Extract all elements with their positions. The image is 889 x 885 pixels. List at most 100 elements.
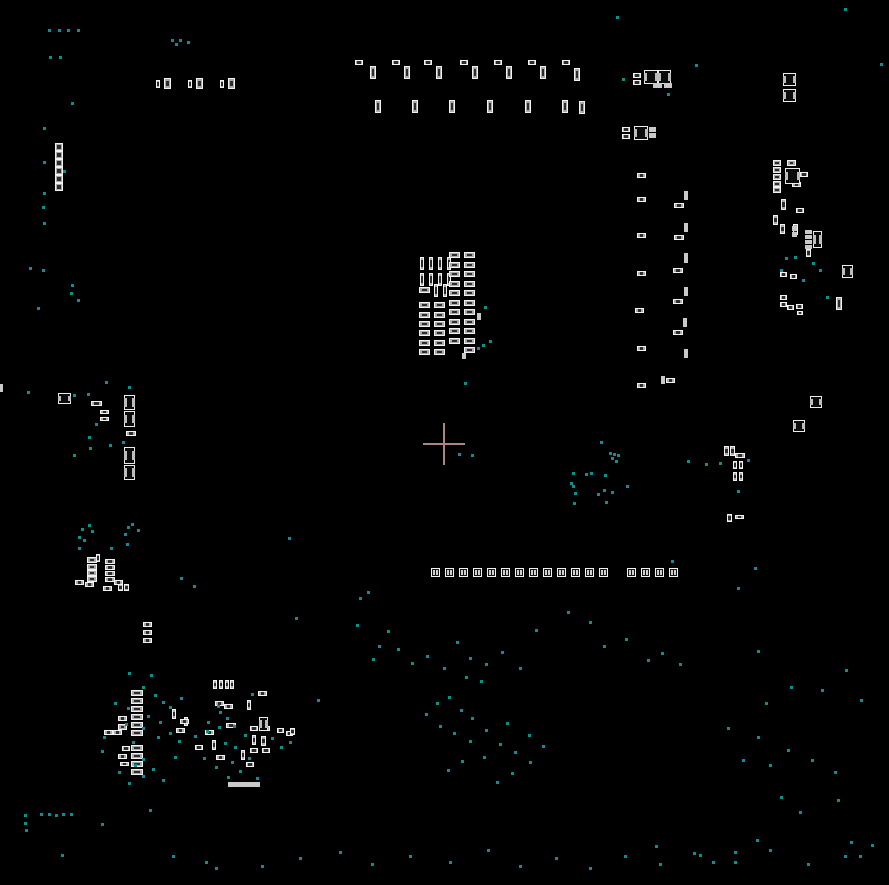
component-pad[interactable] — [684, 253, 688, 263]
component-chip[interactable] — [104, 730, 113, 735]
component-chip[interactable] — [290, 728, 295, 735]
component-chip[interactable] — [506, 66, 512, 79]
component-pad[interactable] — [256, 782, 260, 787]
component-chip[interactable] — [419, 302, 430, 308]
component-chip[interactable] — [449, 281, 460, 287]
component-chip[interactable] — [252, 735, 256, 745]
component-chip[interactable] — [91, 401, 102, 406]
component-chip[interactable] — [355, 60, 363, 65]
component-chip[interactable] — [464, 271, 475, 277]
component-chip[interactable] — [87, 564, 97, 570]
component-box[interactable] — [124, 465, 135, 480]
component-chip[interactable] — [103, 586, 112, 591]
component-box[interactable] — [793, 420, 805, 432]
component-chip[interactable] — [773, 187, 781, 193]
component-two-pad[interactable] — [459, 568, 468, 577]
component-chip[interactable] — [464, 328, 475, 334]
component-chip[interactable] — [261, 736, 266, 746]
component-chip[interactable] — [773, 181, 781, 187]
component-chip[interactable] — [241, 750, 245, 760]
component-pad[interactable] — [240, 782, 244, 787]
component-box[interactable] — [658, 70, 671, 84]
component-chip[interactable] — [449, 271, 460, 277]
component-pad[interactable] — [462, 353, 466, 359]
component-box[interactable] — [259, 717, 268, 731]
component-chip[interactable] — [124, 584, 129, 591]
component-chip[interactable] — [727, 514, 732, 522]
component-pad[interactable] — [653, 83, 662, 88]
component-pad[interactable] — [683, 318, 687, 327]
component-two-pad[interactable] — [599, 568, 608, 577]
component-pad[interactable] — [805, 235, 812, 239]
component-chip[interactable] — [100, 410, 109, 414]
component-chip[interactable] — [674, 235, 684, 240]
component-chip[interactable] — [780, 295, 787, 300]
component-chip[interactable] — [250, 726, 258, 731]
component-chip[interactable] — [131, 698, 143, 704]
component-chip[interactable] — [773, 160, 781, 166]
component-chip[interactable] — [131, 730, 143, 736]
component-chip[interactable] — [449, 338, 460, 344]
component-chip[interactable] — [434, 302, 445, 308]
component-chip[interactable] — [773, 174, 781, 180]
component-chip[interactable] — [375, 100, 381, 113]
component-chip[interactable] — [247, 700, 251, 710]
component-chip[interactable] — [55, 183, 63, 191]
component-chip[interactable] — [131, 722, 143, 728]
component-chip[interactable] — [673, 268, 683, 273]
component-pad[interactable] — [0, 384, 3, 392]
component-two-pad[interactable] — [543, 568, 552, 577]
component-chip[interactable] — [429, 273, 433, 286]
component-pad[interactable] — [661, 376, 665, 384]
component-chip[interactable] — [100, 417, 109, 421]
component-chip[interactable] — [637, 197, 646, 202]
component-chip[interactable] — [790, 274, 797, 279]
component-chip[interactable] — [460, 60, 468, 65]
component-chip[interactable] — [131, 769, 143, 775]
component-chip[interactable] — [525, 100, 531, 113]
component-chip[interactable] — [434, 349, 445, 355]
component-two-pad[interactable] — [571, 568, 580, 577]
component-pad[interactable] — [649, 133, 656, 138]
component-chip[interactable] — [739, 461, 743, 469]
component-chip[interactable] — [118, 584, 123, 591]
component-two-pad[interactable] — [655, 568, 664, 577]
component-chip[interactable] — [464, 262, 475, 268]
component-two-pad[interactable] — [431, 568, 440, 577]
component-chip[interactable] — [85, 582, 94, 587]
component-two-pad[interactable] — [627, 568, 636, 577]
component-chip[interactable] — [730, 446, 735, 456]
component-chip[interactable] — [449, 100, 455, 113]
component-chip[interactable] — [412, 100, 418, 113]
component-chip[interactable] — [262, 748, 270, 753]
component-box[interactable] — [810, 396, 822, 408]
component-chip[interactable] — [120, 762, 129, 766]
component-chip[interactable] — [787, 305, 794, 310]
component-chip[interactable] — [205, 730, 214, 735]
component-chip[interactable] — [787, 160, 796, 166]
component-chip[interactable] — [219, 680, 223, 689]
component-box[interactable] — [644, 70, 658, 84]
component-chip[interactable] — [733, 461, 737, 469]
component-chip[interactable] — [419, 340, 430, 346]
component-pad[interactable] — [248, 782, 252, 787]
component-chip[interactable] — [113, 730, 122, 735]
component-box[interactable] — [783, 73, 796, 86]
component-pad[interactable] — [805, 245, 812, 249]
component-two-pad[interactable] — [585, 568, 594, 577]
component-chip[interactable] — [131, 714, 143, 720]
component-chip[interactable] — [212, 740, 216, 750]
component-chip[interactable] — [836, 297, 842, 310]
component-two-pad[interactable] — [641, 568, 650, 577]
component-two-pad[interactable] — [501, 568, 510, 577]
component-pad[interactable] — [805, 230, 812, 234]
component-chip[interactable] — [277, 728, 284, 733]
component-chip[interactable] — [637, 271, 646, 276]
component-chip[interactable] — [464, 338, 475, 344]
component-chip[interactable] — [131, 690, 143, 696]
component-chip[interactable] — [449, 319, 460, 325]
component-chip[interactable] — [419, 321, 430, 327]
component-chip[interactable] — [449, 309, 460, 315]
component-two-pad[interactable] — [515, 568, 524, 577]
component-chip[interactable] — [781, 199, 786, 210]
